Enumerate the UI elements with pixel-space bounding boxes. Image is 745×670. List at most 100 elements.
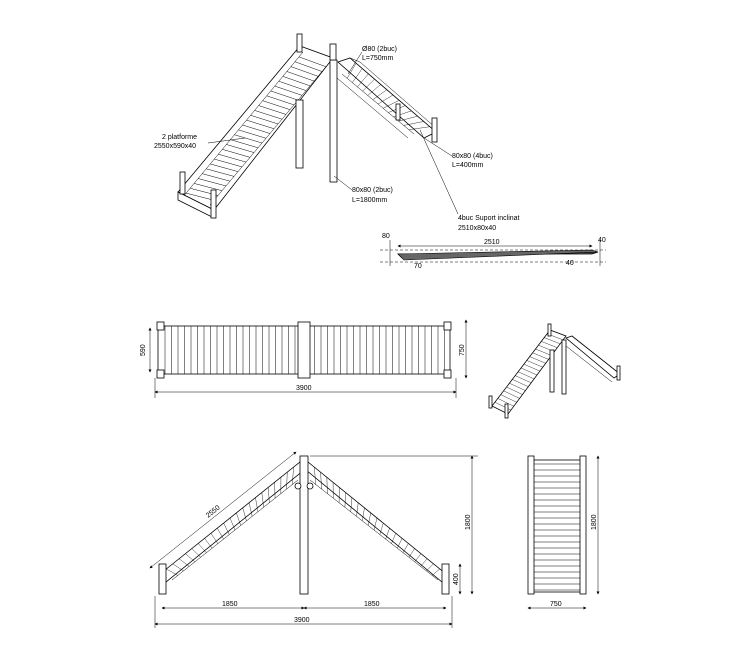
side-view-post-dim: 400 bbox=[453, 573, 460, 585]
slat bbox=[372, 89, 387, 100]
slat bbox=[377, 94, 394, 105]
slat bbox=[497, 398, 514, 407]
short-posts-callout-line1: 80x80 (4buc) bbox=[452, 153, 493, 160]
slat bbox=[379, 523, 384, 535]
slat bbox=[420, 558, 428, 567]
tall-posts-callout-line1: 80x80 (2buc) bbox=[352, 187, 393, 194]
short-post bbox=[179, 171, 186, 195]
short-posts-callout-line2: L=400mm bbox=[452, 162, 483, 169]
slat bbox=[214, 158, 243, 168]
section-left-top-dim: 80 bbox=[382, 233, 390, 240]
slat bbox=[166, 568, 178, 576]
slat bbox=[222, 149, 251, 158]
side-view-total-dim: 3900 bbox=[294, 617, 310, 624]
short-post bbox=[431, 117, 438, 143]
slat bbox=[526, 360, 543, 368]
slat bbox=[408, 548, 415, 558]
slat bbox=[326, 477, 328, 494]
isometric-view: Ø80 (2buc) L=750mm 2 platforme 2550x590x… bbox=[154, 33, 520, 232]
slat bbox=[506, 386, 523, 395]
slat bbox=[535, 348, 552, 356]
section-right-top-dim: 40 bbox=[598, 237, 606, 244]
slat bbox=[500, 394, 517, 403]
incline-support-callout-line1: 4buc Suport inclinat bbox=[458, 215, 520, 222]
slat bbox=[398, 115, 418, 122]
tall-post bbox=[295, 99, 304, 169]
slat bbox=[367, 84, 381, 96]
slat bbox=[402, 543, 409, 553]
slat bbox=[198, 178, 227, 187]
slat bbox=[278, 80, 307, 91]
slat bbox=[270, 90, 299, 101]
slat bbox=[286, 71, 315, 82]
slat bbox=[518, 371, 535, 380]
slat bbox=[258, 105, 287, 115]
top-view-inner-width-dim: 590 bbox=[140, 344, 147, 356]
platforms-callout-line2: 2550x590x40 bbox=[154, 143, 196, 150]
slat bbox=[238, 129, 267, 139]
slat bbox=[234, 134, 263, 144]
slat bbox=[254, 110, 283, 120]
slat bbox=[529, 356, 546, 364]
slat bbox=[357, 73, 369, 87]
side-view-half-left-dim: 1850 bbox=[222, 601, 238, 608]
side-view-slope-dim: 2550 bbox=[205, 504, 222, 519]
slat bbox=[362, 507, 365, 521]
slat bbox=[512, 379, 529, 387]
slat bbox=[509, 383, 526, 391]
slat bbox=[242, 124, 271, 134]
slat bbox=[274, 85, 303, 96]
small-isometric-view bbox=[488, 323, 621, 419]
slat bbox=[194, 183, 223, 191]
side-view: 2550 1800 400 1850 1850 3900 bbox=[149, 451, 478, 628]
slat bbox=[250, 115, 279, 125]
slat bbox=[385, 528, 390, 540]
section-length-dim: 2510 bbox=[484, 239, 500, 246]
slat bbox=[294, 61, 323, 72]
tall-post bbox=[329, 59, 338, 183]
short-post bbox=[395, 103, 401, 121]
slat bbox=[346, 63, 357, 79]
slat bbox=[383, 100, 400, 109]
slat bbox=[266, 95, 295, 106]
slat bbox=[391, 533, 397, 544]
tall-posts-callout-line2: L=1800mm bbox=[352, 197, 387, 204]
short-post bbox=[210, 189, 217, 219]
slat bbox=[503, 390, 520, 399]
slat bbox=[218, 153, 247, 163]
slat bbox=[352, 68, 363, 83]
slat bbox=[367, 512, 371, 526]
slat bbox=[344, 492, 346, 508]
slat bbox=[226, 144, 255, 153]
slat bbox=[298, 56, 327, 68]
section-left-bottom-dim: 70 bbox=[414, 263, 422, 270]
side-view-half-right-dim: 1850 bbox=[364, 601, 380, 608]
side-view-height-dim: 1800 bbox=[465, 514, 472, 530]
section-right-bottom-dim: 40 bbox=[566, 260, 574, 267]
slat bbox=[432, 568, 440, 576]
slat bbox=[515, 375, 532, 383]
slat bbox=[523, 364, 540, 372]
rails-callout-line1: Ø80 (2buc) bbox=[362, 46, 397, 53]
slat bbox=[262, 100, 291, 110]
slat bbox=[532, 352, 549, 360]
slat bbox=[314, 467, 317, 485]
slat bbox=[397, 538, 403, 549]
slat bbox=[373, 517, 378, 531]
slat bbox=[246, 119, 275, 129]
left-ramp-platform bbox=[177, 45, 334, 219]
top-post bbox=[329, 43, 337, 61]
incline-support-callout-line2: 2510x80x40 bbox=[458, 225, 496, 232]
slat bbox=[210, 163, 239, 172]
end-view-width-dim: 750 bbox=[550, 601, 562, 608]
slat bbox=[541, 341, 558, 348]
slat bbox=[185, 192, 215, 201]
platforms-callout-line1: 2 platforme bbox=[162, 134, 197, 141]
slat bbox=[320, 472, 322, 490]
rails-callout-line2: L=750mm bbox=[362, 55, 393, 62]
top-view-outer-width-dim: 750 bbox=[459, 344, 466, 356]
slat bbox=[544, 337, 561, 344]
slat bbox=[414, 553, 422, 562]
support-section-view: 2510 80 70 40 40 bbox=[380, 233, 606, 270]
